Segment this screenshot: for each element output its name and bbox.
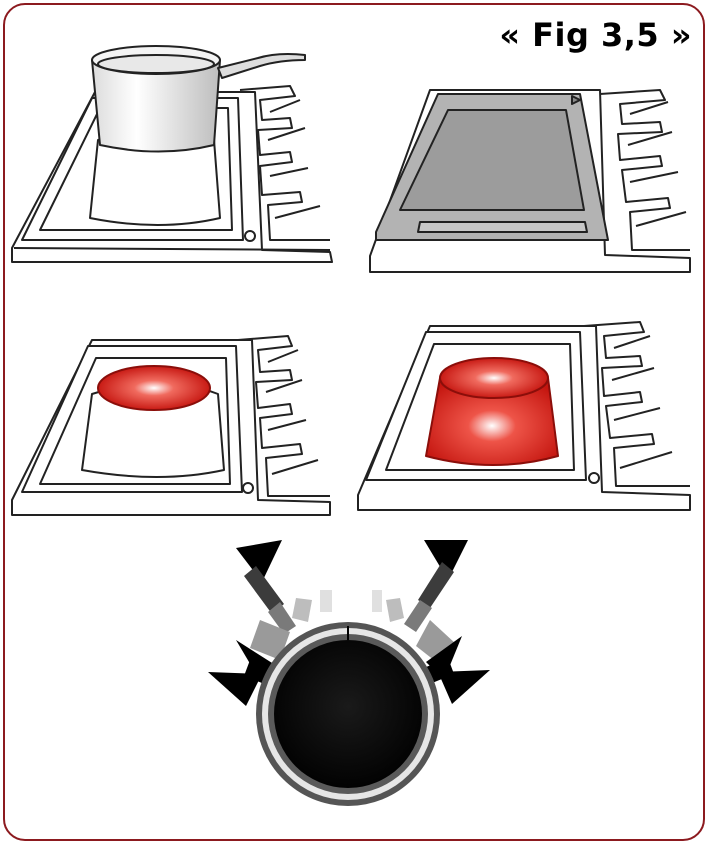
knob-face bbox=[274, 640, 422, 788]
panel-large-zone bbox=[357, 321, 691, 511]
figure-frame bbox=[3, 3, 705, 841]
arrow-up-right-icon bbox=[372, 540, 468, 632]
figure-label: « Fig 3,5 » bbox=[499, 16, 692, 54]
arrow-up-left-icon bbox=[236, 540, 332, 634]
control-knob-group bbox=[208, 540, 490, 806]
panel-griddle bbox=[369, 89, 691, 273]
panel-small-zone bbox=[11, 335, 331, 516]
panel-saucepan bbox=[11, 45, 333, 263]
